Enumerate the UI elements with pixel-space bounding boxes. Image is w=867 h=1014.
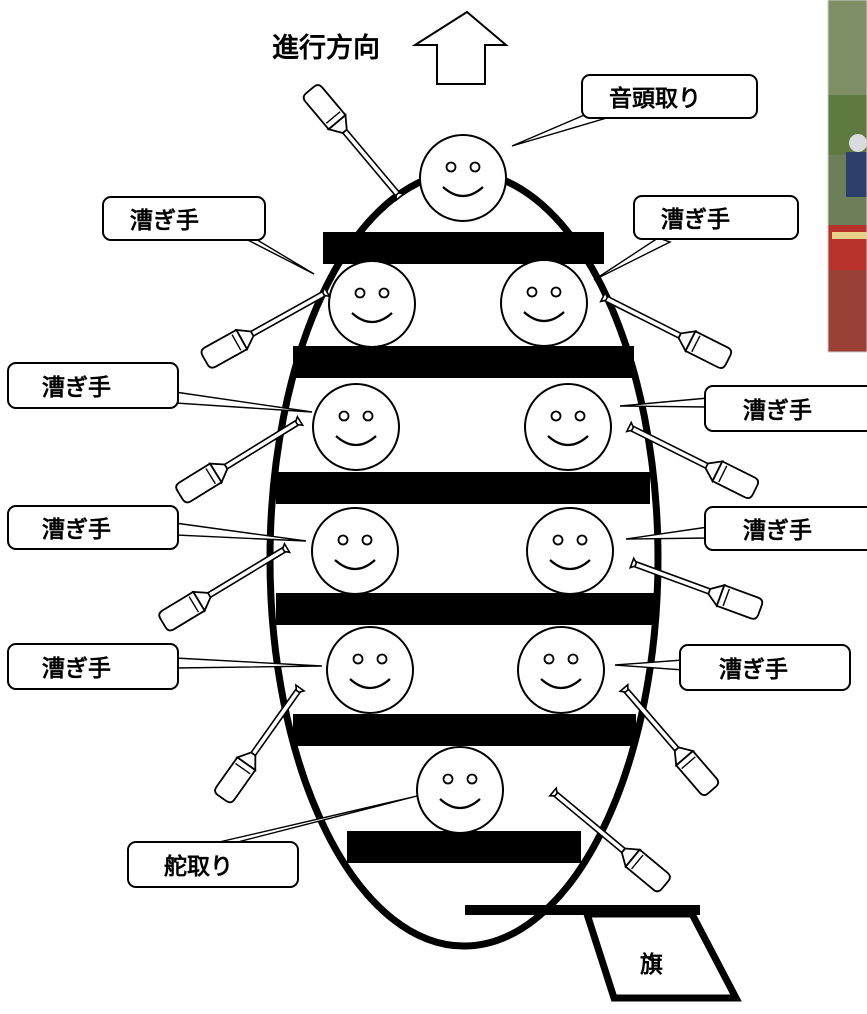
paddle-left-1 xyxy=(200,285,331,369)
callout-rower-left-3: 漕ぎ手 xyxy=(7,505,179,550)
rower-face-right-2 xyxy=(524,383,612,471)
flag-box xyxy=(582,910,742,1002)
callout-rower-right-4-label: 漕ぎ手 xyxy=(719,656,788,683)
eye-icon xyxy=(362,410,374,422)
callout-rower-right-1: 漕ぎ手 xyxy=(633,195,799,240)
eye-icon xyxy=(338,410,350,422)
paddle-right-1 xyxy=(599,290,733,369)
rower-face-right-1 xyxy=(500,259,588,347)
smile-icon xyxy=(549,559,591,571)
smile-icon xyxy=(547,435,589,447)
eye-icon xyxy=(466,773,478,785)
leader-rower-right-1 xyxy=(593,237,672,281)
paddle-left-3 xyxy=(158,541,292,632)
eye-icon xyxy=(543,653,555,665)
eye-icon xyxy=(526,286,538,298)
callout-rower-left-3-label: 漕ぎ手 xyxy=(42,516,111,543)
eye-icon xyxy=(567,653,579,665)
eye-icon xyxy=(574,410,586,422)
paddle-right-3 xyxy=(628,556,764,620)
callout-rower-left-4: 漕ぎ手 xyxy=(7,643,179,690)
eye-icon xyxy=(576,534,588,546)
eye-icon xyxy=(552,534,564,546)
callout-steerer-label: 舵取り xyxy=(164,853,233,880)
smile-icon xyxy=(523,311,565,323)
callout-rower-right-2-label: 漕ぎ手 xyxy=(743,397,812,424)
callout-rower-right-4: 漕ぎ手 xyxy=(679,644,851,691)
seat-1 xyxy=(323,232,604,264)
eye-icon xyxy=(469,161,481,173)
paddle-right-4 xyxy=(618,683,720,796)
eye-icon xyxy=(550,286,562,298)
callout-caller-label: 音頭取り xyxy=(609,85,701,112)
callout-rower-left-2-label: 漕ぎ手 xyxy=(42,374,111,401)
rower-face-left-3 xyxy=(311,507,399,595)
paddles xyxy=(158,84,764,893)
callout-rower-left-2: 漕ぎ手 xyxy=(7,362,179,409)
crew-faces xyxy=(311,134,614,834)
callout-rower-right-2: 漕ぎ手 xyxy=(704,385,867,432)
callout-rower-left-1: 漕ぎ手 xyxy=(102,196,266,241)
rower-face-right-3 xyxy=(526,507,614,595)
callout-rower-right-1-label: 漕ぎ手 xyxy=(661,206,730,233)
callout-caller: 音頭取り xyxy=(581,74,758,119)
paddle-left-4 xyxy=(214,683,306,804)
seat-3 xyxy=(276,472,650,504)
seat-2 xyxy=(293,346,634,378)
raft-photo xyxy=(827,0,867,353)
leader-rower-left-1 xyxy=(239,235,315,275)
seat-5 xyxy=(293,714,636,746)
steerer-face xyxy=(416,746,504,834)
smile-icon xyxy=(540,678,582,690)
smile-icon xyxy=(442,186,484,198)
eye-icon xyxy=(337,534,349,546)
eye-icon xyxy=(442,773,454,785)
seat-6 xyxy=(347,831,581,863)
callout-steerer: 舵取り xyxy=(127,841,299,888)
paddle-steerer xyxy=(548,786,671,893)
seat-4 xyxy=(276,593,654,625)
rower-face-left-1 xyxy=(328,260,416,348)
caller-face xyxy=(419,134,507,222)
smile-icon xyxy=(349,678,391,690)
callout-rower-right-3-label: 漕ぎ手 xyxy=(743,517,812,544)
rower-face-left-2 xyxy=(312,383,400,471)
paddle-caller xyxy=(302,84,406,202)
raft-seats xyxy=(276,232,654,863)
eye-icon xyxy=(376,653,388,665)
paddle-right-2 xyxy=(625,420,760,499)
eye-icon xyxy=(378,287,390,299)
callouts: 音頭取り 漕ぎ手 漕ぎ手 漕ぎ手 漕ぎ手 漕ぎ手 漕ぎ手 漕ぎ手 xyxy=(7,74,867,888)
leader-lines xyxy=(174,103,709,847)
rower-face-left-4 xyxy=(326,626,414,714)
flag-mount: 旗 xyxy=(465,905,742,1002)
callout-rower-left-4-label: 漕ぎ手 xyxy=(42,655,111,682)
forward-arrow-icon xyxy=(411,10,509,85)
smile-icon xyxy=(334,559,376,571)
eye-icon xyxy=(354,287,366,299)
eye-icon xyxy=(550,410,562,422)
smile-icon xyxy=(351,312,393,324)
flag-label: 旗 xyxy=(640,951,663,978)
direction-heading: 進行方向 xyxy=(272,32,380,64)
eye-icon xyxy=(352,653,364,665)
paddle-left-2 xyxy=(175,414,305,504)
callout-rower-right-3: 漕ぎ手 xyxy=(704,506,867,551)
callout-rower-left-1-label: 漕ぎ手 xyxy=(130,207,199,234)
eye-icon xyxy=(445,161,457,173)
rower-face-right-4 xyxy=(517,626,605,714)
eye-icon xyxy=(361,534,373,546)
smile-icon xyxy=(439,798,481,810)
smile-icon xyxy=(335,435,377,447)
